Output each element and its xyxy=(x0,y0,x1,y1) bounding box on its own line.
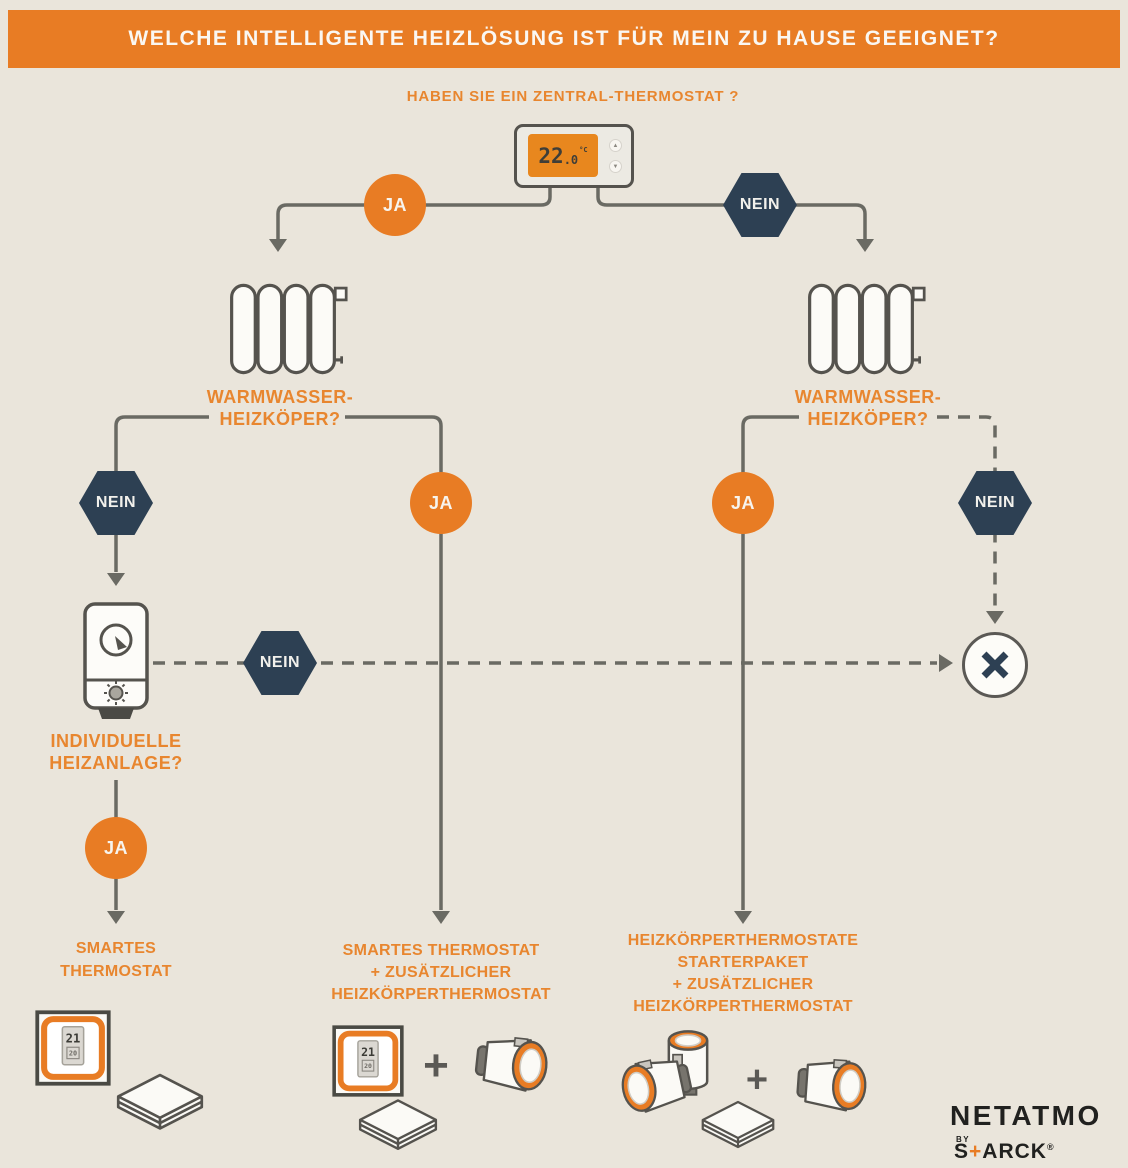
thermostat-display: 22.0°C xyxy=(528,134,598,177)
product-smart-thermostat-icon: 21 20 xyxy=(332,1025,404,1097)
radiator-left-icon xyxy=(230,283,348,375)
valve-icon xyxy=(796,1058,867,1112)
logo-by: BY xyxy=(956,1135,971,1144)
plus-sign: + xyxy=(423,1041,449,1090)
badge-ja-left: JA xyxy=(410,472,472,534)
registered-mark: ® xyxy=(1046,1142,1055,1152)
thermostat-down-arrow-icon: ▼ xyxy=(609,160,622,173)
product-smart-thermostat-icon: 21 20 xyxy=(35,1010,111,1086)
thermostat-up-arrow-icon: ▲ xyxy=(609,139,622,152)
question-right-radiator: WARMWASSER- HEIZKÖPER? xyxy=(794,387,942,429)
valve-icon xyxy=(474,1037,548,1092)
svg-text:20: 20 xyxy=(364,1062,372,1070)
page-title: WELCHE INTELLIGENTE HEIZLÖSUNG IST FÜR M… xyxy=(128,27,1000,50)
outcome-thermostat-plus-valve: SMARTES THERMOSTAT + ZUSÄTZLICHER HEIZKÖ… xyxy=(331,942,551,1003)
badge-ja-right: JA xyxy=(712,472,774,534)
relay-box-icon xyxy=(116,1073,204,1130)
radiator-right-icon xyxy=(808,283,926,375)
badge-ja-boiler: JA xyxy=(85,817,147,879)
thermostat-temp: 22 xyxy=(538,143,564,168)
no-solution-terminal xyxy=(962,632,1028,698)
badge-nein-boiler: NEIN xyxy=(243,631,317,695)
starck-plus-icon: + xyxy=(969,1140,983,1163)
svg-text:20: 20 xyxy=(69,1050,77,1058)
outcome-smart-thermostat: SMARTES THERMOSTAT xyxy=(60,940,172,980)
svg-text:21: 21 xyxy=(361,1045,375,1059)
relay-box-icon xyxy=(358,1099,438,1150)
main-question: HABEN SIE EIN ZENTRAL-THERMOSTAT ? xyxy=(406,88,740,105)
title-banner: WELCHE INTELLIGENTE HEIZLÖSUNG IST FÜR M… xyxy=(8,10,1120,68)
badge-ja-top: JA xyxy=(364,174,426,236)
question-boiler: INDIVIDUELLE HEIZANLAGE? xyxy=(49,731,183,773)
starck-logo: S+ARCK® xyxy=(954,1140,1055,1163)
plus-sign: + xyxy=(745,1059,769,1101)
netatmo-logo: NETATMO xyxy=(950,1100,1102,1131)
outcome-starter-pack: HEIZKÖRPERTHERMOSTATE STARTERPAKET + ZUS… xyxy=(627,932,859,1015)
question-left-radiator: WARMWASSER- HEIZKÖPER? xyxy=(206,387,354,429)
boiler-icon xyxy=(83,602,149,719)
valve-icon xyxy=(621,1059,693,1113)
central-thermostat-icon: 22.0°C ▲ ▼ xyxy=(514,124,634,188)
x-icon xyxy=(981,651,1009,679)
svg-text:21: 21 xyxy=(66,1032,81,1046)
relay-box-icon xyxy=(701,1100,775,1149)
